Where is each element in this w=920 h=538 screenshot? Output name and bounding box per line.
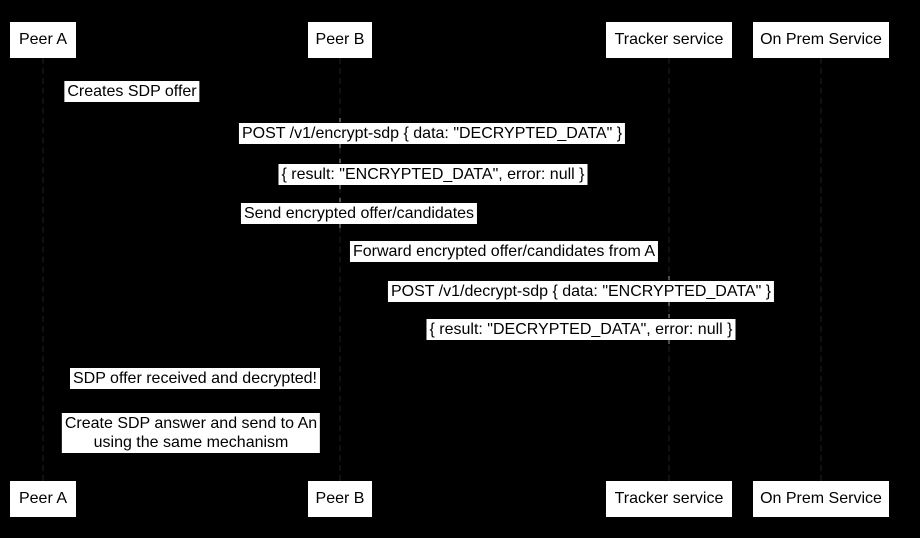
lifeline-dash (668, 340, 670, 344)
lifeline-peer-b (339, 58, 341, 481)
message-post-encrypt-sdp: POST /v1/encrypt-sdp { data: "DECRYPTED_… (238, 123, 626, 144)
message-result-decrypted: { result: "DECRYPTED_DATA", error: null … (426, 319, 736, 340)
lifeline-dash (339, 118, 341, 122)
message-create-sdp-answer-line-1: Create SDP answer and send to An (64, 415, 318, 432)
lifeline-dash (339, 185, 341, 189)
message-create-sdp-answer: Create SDP answer and send to An using t… (61, 413, 321, 453)
message-sdp-offer-received: SDP offer received and decrypted! (70, 368, 320, 389)
actor-peer-a-bottom: Peer A (10, 481, 76, 517)
lifeline-tracker-service (668, 58, 670, 481)
actor-peer-b-bottom: Peer B (308, 481, 372, 517)
actor-tracker-service-bottom: Tracker service (606, 481, 732, 517)
lifeline-dash (339, 198, 341, 202)
message-send-encrypted-offer: Send encrypted offer/candidates (240, 203, 478, 224)
actor-on-prem-service-bottom: On Prem Service (753, 481, 889, 517)
message-result-encrypted: { result: "ENCRYPTED_DATA", error: null … (278, 164, 588, 185)
lifeline-dash (668, 314, 670, 318)
lifeline-dash (339, 224, 341, 228)
actor-peer-a-top: Peer A (10, 22, 76, 58)
lifeline-dash (339, 159, 341, 163)
actor-on-prem-service-top: On Prem Service (753, 22, 889, 58)
actor-tracker-service-top: Tracker service (606, 22, 732, 58)
message-create-sdp-answer-line-2: using the same mechanism (93, 434, 289, 451)
lifeline-dash (668, 276, 670, 280)
message-forward-encrypted-offer: Forward encrypted offer/candidates from … (349, 241, 659, 262)
lifeline-peer-a (42, 58, 44, 481)
message-creates-sdp-offer: Creates SDP offer (64, 81, 200, 102)
lifeline-dash (668, 302, 670, 306)
lifeline-dash (339, 144, 341, 148)
lifeline-on-prem-service (820, 58, 822, 481)
message-post-decrypt-sdp: POST /v1/decrypt-sdp { data: "ENCRYPTED_… (387, 281, 775, 302)
actor-peer-b-top: Peer B (308, 22, 372, 58)
